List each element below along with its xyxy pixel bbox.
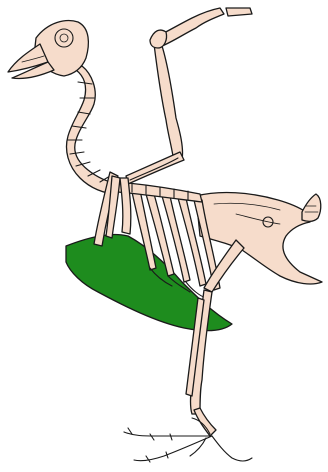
humerus xyxy=(154,40,183,162)
skull xyxy=(8,21,88,79)
forearm xyxy=(126,152,184,184)
tarsometatarsus xyxy=(194,408,216,436)
foot xyxy=(124,418,252,462)
vertebral-column xyxy=(118,182,202,202)
digit xyxy=(226,8,252,16)
hand-bones xyxy=(158,8,224,46)
wing xyxy=(126,8,252,184)
pygostyle-tail xyxy=(302,194,321,221)
leg xyxy=(186,240,244,436)
